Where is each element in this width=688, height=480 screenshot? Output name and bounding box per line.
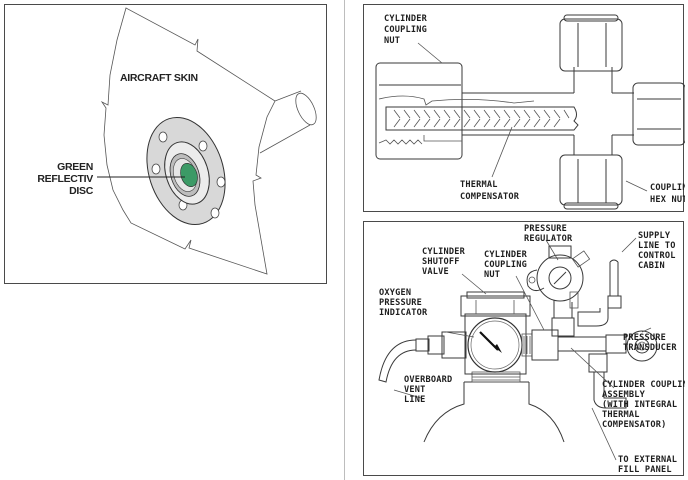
coupling-hex-nut-label: COUPLING: [650, 183, 685, 193]
supply-line-label: CONTROL: [638, 251, 676, 261]
cylinder-coupling-nut-label: COUPLING: [384, 25, 427, 35]
overboard-vent-line-label: VENT: [404, 385, 426, 395]
cylinder-coupling-assembly-label: (WITH INTEGRAL: [602, 400, 677, 410]
supply-line-label: CABIN: [638, 261, 665, 271]
pressure-transducer-label: PRESSURE: [623, 333, 666, 343]
overboard-vent-line-drawing: [378, 331, 467, 383]
aircraft-skin-outline: [100, 7, 276, 275]
cylinder-shutoff-valve-label: CYLINDER: [422, 247, 466, 257]
coupling-hex-nut-bottom: [559, 154, 623, 210]
oxygen-pressure-indicator-label: INDICATOR: [379, 308, 428, 318]
nut-leader-line: [417, 42, 443, 64]
cylinder-coupling-assembly-label: ASSEMBLY: [602, 390, 646, 400]
cylinder-coupling-nut-label-2: COUPLING: [484, 260, 527, 270]
supply-leader-line: [621, 237, 637, 253]
supply-line-label: SUPPLY: [638, 231, 671, 241]
cylinder-coupling-nut-drawing: [375, 62, 535, 160]
regulator-leader-line: [545, 239, 559, 261]
cylinder-assembly-drawing: PRESSURE REGULATOR SUPPLY LINE TO CONTRO…: [378, 224, 685, 475]
pressure-transducer-label: TRANSDUCER: [623, 343, 677, 353]
pressure-regulator-drawing: [526, 245, 591, 337]
cylinder-coupling-assembly-label: COMPENSATOR): [602, 420, 667, 430]
hex-nut-leader-line: [625, 180, 648, 192]
transducer-leader-line: [641, 327, 652, 333]
coupling-hex-nut-right: [632, 82, 685, 146]
pressure-regulator-label: REGULATOR: [524, 234, 573, 244]
cylinder-shutoff-valve-label: VALVE: [422, 267, 449, 277]
page-divider: [344, 0, 345, 480]
thermal-compensator-label: COMPENSATOR: [460, 192, 520, 202]
green-disc-label: DISC: [69, 185, 94, 197]
green-disc-label: REFLECTIV: [37, 173, 93, 185]
pressure-transducer-drawing: [626, 330, 658, 362]
coupling-hex-nut-label: HEX NUT: [650, 195, 685, 205]
oxygen-pressure-indicator-drawing: [467, 317, 523, 373]
supply-line-label: LINE TO: [638, 241, 676, 251]
cylinder-assembly-panel: PRESSURE REGULATOR SUPPLY LINE TO CONTRO…: [363, 221, 685, 476]
cylinder-coupling-nut-label: NUT: [384, 36, 400, 46]
coupling-detail-panel: CYLINDER COUPLING NUT THERMAL COMPENSATO…: [363, 4, 685, 212]
shutoff-leader-line: [461, 273, 487, 295]
cylinder-shutoff-valve-drawing: [460, 291, 531, 375]
supply-line-drawing: [577, 259, 622, 327]
thermal-compensator-label: THERMAL: [460, 180, 498, 190]
aircraft-skin-drawing: AIRCRAFT SKIN GREEN REFLECTIV DISC: [37, 7, 317, 275]
oxygen-pressure-indicator-label: OXYGEN: [379, 288, 411, 298]
indicator-leader-line: [445, 331, 475, 338]
external-fill-panel-label: FILL PANEL: [618, 465, 672, 475]
thermal-leader-line: [491, 126, 513, 178]
aircraft-skin-panel: AIRCRAFT SKIN GREEN REFLECTIV DISC: [4, 4, 327, 284]
fill-leader-line: [591, 407, 617, 461]
cross-fitting-drawing: [573, 67, 634, 155]
overboard-vent-line-label: OVERBOARD: [404, 375, 452, 385]
cylinder-shutoff-valve-label: SHUTOFF: [422, 257, 460, 267]
cylinder-coupling-nut-label: CYLINDER: [384, 14, 428, 24]
external-fill-panel-label: TO EXTERNAL: [618, 455, 677, 465]
thermal-compensator-drawing: [385, 92, 579, 136]
pressure-regulator-label: PRESSURE: [524, 224, 567, 234]
coupling-detail-drawing: CYLINDER COUPLING NUT THERMAL COMPENSATO…: [375, 14, 685, 210]
oxygen-pressure-indicator-label: PRESSURE: [379, 298, 422, 308]
green-disc-label: GREEN: [57, 161, 93, 173]
overboard-vent-line-label: LINE: [404, 395, 426, 405]
pipe-drawing: [259, 90, 317, 154]
aircraft-skin-label: AIRCRAFT SKIN: [120, 72, 198, 84]
cylinder-coupling-nut-drawing-2: [521, 329, 627, 409]
vent-leader-line: [393, 389, 422, 399]
cylinder-coupling-assembly-label: THERMAL: [602, 410, 640, 420]
assembly-leader-line: [570, 347, 615, 389]
cylinder-coupling-nut-label-2: NUT: [484, 270, 500, 280]
cylinder-coupling-nut-label-2: CYLINDER: [484, 250, 528, 260]
cnut-leader-line: [515, 275, 545, 331]
cylinder-coupling-assembly-label: CYLINDER COUPLING: [602, 380, 685, 390]
coupling-hex-nut-top: [559, 14, 623, 72]
